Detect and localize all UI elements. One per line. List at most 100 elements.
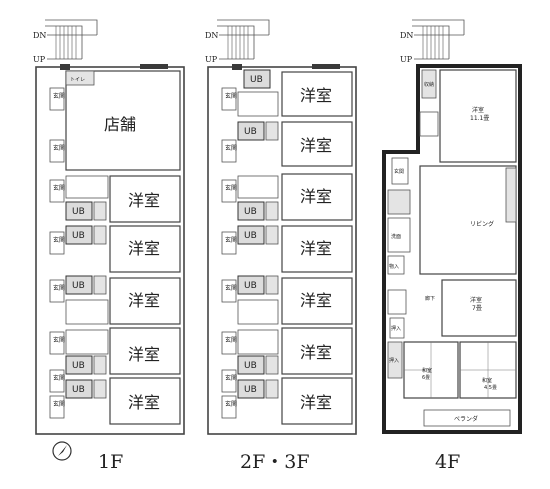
unit-room-label: 洋室 — [300, 136, 332, 155]
entrance-label: 玄関 — [53, 400, 65, 408]
unit-room — [281, 327, 353, 375]
bath-label: UB — [244, 361, 257, 371]
unit-room-label: 洋室 — [128, 345, 160, 364]
oshiire-label: 押入 — [389, 357, 399, 364]
entrance-label: 玄関 — [225, 374, 237, 382]
living-label: リビング — [470, 220, 494, 228]
closet-lower-label: 押入 — [391, 325, 401, 332]
entrance-label: 玄関 — [225, 92, 237, 100]
entrance-label: 玄関 — [53, 336, 65, 344]
bath-label: UB — [244, 281, 257, 291]
staircase-4f: DN UP — [400, 19, 465, 64]
western-room-label: 洋室 — [472, 106, 484, 114]
floor-label-2f3f: 2F・3F — [240, 451, 310, 473]
bath-label: UB — [244, 207, 257, 217]
entrance-label: 玄関 — [53, 284, 65, 292]
bath-label: UB — [244, 231, 257, 241]
entrance-label: 玄関 — [53, 144, 65, 152]
western2-label: 洋室 — [470, 296, 482, 304]
bath-label: UB — [72, 385, 85, 395]
unit-room-label: 洋室 — [300, 393, 332, 412]
unit-room — [281, 173, 353, 221]
stairs-up-label: UP — [205, 55, 218, 64]
unit-room-label: 洋室 — [300, 343, 332, 362]
entrance-label: 玄関 — [225, 284, 237, 292]
western-room-size: 11.1畳 — [470, 115, 489, 122]
units-1f: 洋室 洋室 洋室 洋室 洋室 UB UB UB UB UB — [65, 175, 181, 425]
unit-room-label: 洋室 — [300, 86, 332, 105]
entrance-label: 玄関 — [53, 92, 65, 100]
western-room-large — [439, 69, 517, 163]
stairs-up-label: UP — [33, 55, 46, 64]
unit-room — [109, 225, 181, 273]
building-outline-2f3f — [207, 66, 357, 435]
pantry-label: 物入 — [389, 263, 399, 270]
bath-unit — [243, 69, 271, 89]
bath-unit — [237, 275, 265, 295]
floor-2f3f: DN UP 玄関 玄関 玄関 玄関 玄関 玄関 — [205, 19, 357, 473]
stairs-down-label: DN — [400, 31, 413, 40]
washroom-label: 洗面 — [391, 233, 401, 240]
bath-unit — [65, 379, 93, 399]
hall-label-lower: 廊下 — [425, 295, 435, 302]
bath-label: UB — [72, 361, 85, 371]
veranda — [423, 409, 511, 427]
unit-room — [109, 277, 181, 325]
building-outline-1f — [35, 66, 185, 435]
japanese1-size: 6畳 — [422, 375, 430, 381]
unit-room — [281, 377, 353, 425]
toilet-4f — [419, 111, 439, 137]
bath-label: UB — [72, 231, 85, 241]
entrance-4f-label: 玄関 — [394, 168, 404, 175]
units-2f3f: 洋室 洋室 洋室 洋室 洋室 洋室 洋室 UB UB UB UB UB UB — [237, 69, 353, 425]
floor-label-1f: 1F — [98, 451, 123, 473]
floor-1f: DN UP 店舗 トイレ 玄関 玄関 玄関 — [33, 19, 185, 473]
unit-room-label: 洋室 — [128, 291, 160, 310]
pantry — [387, 255, 405, 275]
bath-label: UB — [72, 207, 85, 217]
bath-unit — [237, 201, 265, 221]
western2-size: 7畳 — [472, 305, 482, 312]
bath-unit — [237, 121, 265, 141]
oshiire — [387, 341, 403, 379]
unit-room-label: 洋室 — [128, 191, 160, 210]
compass-icon — [52, 441, 72, 461]
entrance-label: 玄関 — [225, 184, 237, 192]
unit-room — [281, 225, 353, 273]
veranda-label: ベランダ — [454, 415, 478, 423]
bath-unit — [65, 225, 93, 245]
japanese1-label: 和室 — [422, 367, 432, 374]
japanese2-size: 4.5畳 — [484, 385, 497, 391]
stairs-down-label: DN — [205, 31, 218, 40]
washroom — [387, 217, 411, 253]
toilet-lower — [387, 289, 407, 315]
unit-room-label: 洋室 — [128, 393, 160, 412]
closet-lower — [389, 317, 405, 339]
unit-room — [109, 175, 181, 223]
entrance-label: 玄関 — [225, 400, 237, 408]
stairs-down-label: DN — [33, 31, 46, 40]
unit-room-label: 洋室 — [300, 239, 332, 258]
bath-unit — [237, 379, 265, 399]
entrance-column-1f: 玄関 玄関 玄関 玄関 玄関 玄関 玄関 玄関 — [49, 87, 65, 419]
entrance-column-2f3f: 玄関 玄関 玄関 玄関 玄関 玄関 玄関 玄関 — [221, 87, 237, 419]
entrance-4f — [391, 157, 409, 185]
unit-room-label: 洋室 — [300, 187, 332, 206]
unit-room — [281, 71, 353, 117]
entrance-label: 玄関 — [225, 336, 237, 344]
bath-label: UB — [72, 281, 85, 291]
bathtub — [387, 189, 411, 215]
living-room — [419, 165, 517, 275]
toilet-label: トイレ — [70, 77, 85, 83]
bath-unit — [65, 201, 93, 221]
staircase-1f: DN UP — [33, 19, 98, 64]
entrance-label: 玄関 — [53, 374, 65, 382]
floor-label-4f: 4F — [435, 451, 460, 473]
bath-unit — [65, 355, 93, 375]
staircase-2f3f: DN UP — [205, 19, 270, 64]
floor-4f: DN UP 洋室 11.1畳 収納 廊下 玄関 リビング — [382, 19, 522, 473]
bath-unit — [237, 225, 265, 245]
entrance-label: 玄関 — [53, 236, 65, 244]
entrance-label: 玄関 — [225, 144, 237, 152]
